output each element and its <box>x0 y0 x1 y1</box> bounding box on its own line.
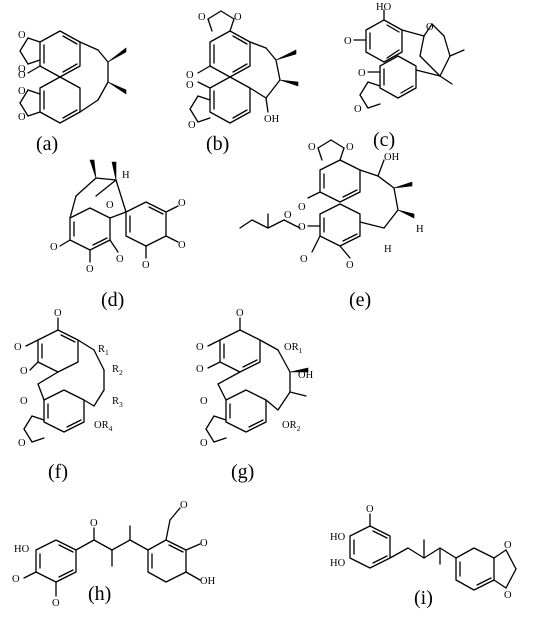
atom-o: O <box>180 500 188 511</box>
atom-o: O <box>198 12 206 23</box>
panel-label-e: (e) <box>349 289 371 311</box>
atom-o: O <box>504 540 512 551</box>
atom-h: H <box>384 244 392 255</box>
panel-label-f: (f) <box>48 461 68 483</box>
atom-ho: HO <box>330 558 346 569</box>
atom-o: O <box>236 308 244 319</box>
r-symbol: R <box>98 344 105 355</box>
or-symbol: OR <box>282 420 297 431</box>
atom-o: O <box>18 86 26 97</box>
atom-o: O <box>116 254 124 265</box>
atom-oh: OH <box>200 576 216 587</box>
structure-f: O O O O O R1 R2 R3 OR4 (f) <box>14 308 123 483</box>
atom-o: O <box>18 64 26 75</box>
structure-i: O HO HO O O (i) <box>330 504 517 609</box>
atom-o: O <box>200 396 208 407</box>
atom-o: O <box>50 242 58 253</box>
atom-o: O <box>346 260 354 271</box>
atom-o: O <box>54 308 62 319</box>
atom-ho: HO <box>14 544 30 555</box>
atom-o: O <box>52 598 60 609</box>
atom-o: O <box>196 364 204 375</box>
r-symbol: R <box>112 396 119 407</box>
atom-oh: OH <box>264 114 280 125</box>
atom-o: O <box>504 590 512 601</box>
atom-r: R2 <box>112 364 123 377</box>
atom-o: O <box>178 240 186 251</box>
atom-ho: HO <box>376 2 392 13</box>
atom-r: R3 <box>112 396 123 409</box>
panel-label-g: (g) <box>231 461 254 483</box>
atom-oh: OH <box>298 370 314 381</box>
atom-o: O <box>86 264 94 275</box>
atom-or: OR2 <box>282 420 301 433</box>
atom-o: O <box>18 438 26 449</box>
atom-o: O <box>18 70 26 81</box>
panel-label-i: (i) <box>414 587 433 609</box>
or-symbol: OR <box>94 420 109 431</box>
atom-o: O <box>366 504 374 515</box>
atom-h: H <box>122 170 130 181</box>
subscript: 1 <box>105 348 109 357</box>
subscript: 3 <box>119 400 123 409</box>
atom-o: O <box>298 202 306 213</box>
atom-o: O <box>186 70 194 81</box>
atom-o: O <box>18 112 26 123</box>
atom-o: O <box>358 68 366 79</box>
structure-e: O O O O O O O OH H H (e) <box>239 139 424 311</box>
subscript: 4 <box>109 424 113 433</box>
structure-h: HO O O O O O OH (h) <box>12 500 216 609</box>
atom-ho: HO <box>330 532 346 543</box>
atom-o: O <box>20 366 28 377</box>
subscript: 2 <box>297 424 301 433</box>
structure-b: O O O O O OH (b) <box>186 10 299 155</box>
atom-or: OR4 <box>94 420 113 433</box>
atom-o: O <box>14 342 22 353</box>
atom-o: O <box>284 210 292 221</box>
atom-o: O <box>298 222 306 233</box>
atom-o: O <box>178 198 186 209</box>
atom-oh: OH <box>384 152 400 163</box>
atom-h: H <box>416 224 424 235</box>
subscript: 2 <box>119 368 123 377</box>
or-symbol: OR <box>284 342 299 353</box>
atom-o: O <box>346 142 354 153</box>
structure-d: O O O O O O O H (d) <box>50 159 186 311</box>
panel-label-h: (h) <box>88 583 111 605</box>
atom-o: O <box>188 120 196 131</box>
subscript: 1 <box>299 346 303 355</box>
atom-o: O <box>200 438 208 449</box>
panel-label-c: (c) <box>373 129 395 151</box>
atom-o: O <box>354 104 362 115</box>
panel-label-a: (a) <box>36 133 58 155</box>
panel-label-b: (b) <box>206 133 229 155</box>
atom-or: OR1 <box>284 342 303 355</box>
atom-o: O <box>142 260 150 271</box>
panel-label-d: (d) <box>101 289 124 311</box>
atom-o: O <box>106 200 114 211</box>
atom-o: O <box>300 254 308 265</box>
atom-o: O <box>234 12 242 23</box>
atom-o: O <box>196 342 204 353</box>
r-symbol: R <box>112 364 119 375</box>
atom-r: R1 <box>98 344 109 357</box>
atom-o: O <box>18 30 26 41</box>
atom-o: O <box>308 142 316 153</box>
structure-c: HO O O O O (c) <box>344 2 465 151</box>
atom-o: O <box>344 36 352 47</box>
atom-o: O <box>12 574 20 585</box>
atom-o: O <box>200 538 208 549</box>
structure-a: O O O O O (a) <box>18 30 127 155</box>
atom-o: O <box>90 518 98 529</box>
atom-o: O <box>186 80 194 91</box>
structure-g: O O O O O OR1 OH OR2 (g) <box>196 308 314 483</box>
atom-o: O <box>426 22 434 33</box>
atom-o: O <box>20 396 28 407</box>
